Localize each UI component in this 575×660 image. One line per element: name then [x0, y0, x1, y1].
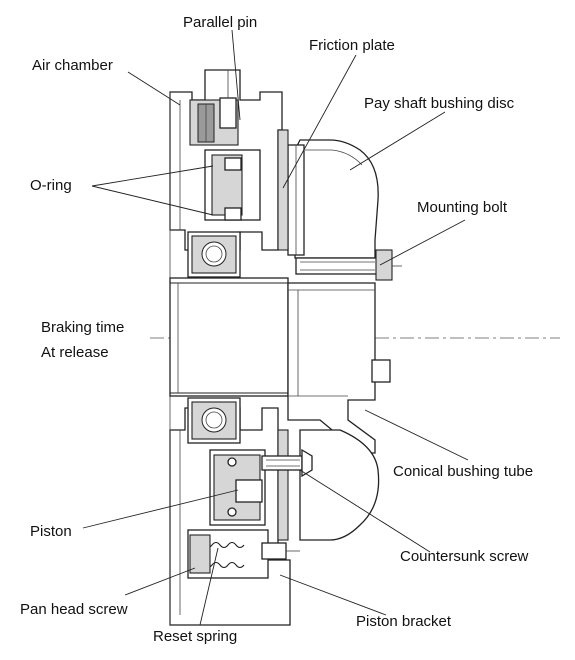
leader-o-ring-1 [91, 165, 214, 187]
shaft [169, 277, 289, 397]
label-piston-bracket: Piston bracket [356, 613, 452, 630]
leader-conical-bushing-tube [364, 409, 469, 461]
label-pay-shaft-bushing-disc: Pay shaft bushing disc [364, 95, 515, 112]
label-parallel-pin: Parallel pin [183, 14, 257, 31]
label-o-ring: O-ring [30, 177, 72, 194]
label-conical-bushing-tube: Conical bushing tube [393, 463, 533, 480]
label-piston: Piston [30, 523, 72, 540]
leader-countersunk-screw [299, 469, 431, 553]
upper-piston-area [204, 149, 261, 221]
leader-friction-plate [282, 54, 357, 189]
label-mounting-bolt: Mounting bolt [417, 199, 508, 216]
label-pan-head-screw: Pan head screw [20, 601, 128, 618]
countersunk-screw-part [261, 448, 313, 478]
conical-bushing-tube [287, 282, 391, 454]
leader-reset-spring [199, 547, 219, 626]
mounting-bolt [295, 249, 402, 281]
leader-mounting-bolt [379, 219, 466, 266]
friction-plate-part [277, 129, 289, 541]
leader-lines [82, 29, 469, 626]
piston-bracket-part [187, 529, 300, 579]
label-braking-time: Braking time [41, 319, 124, 336]
leader-pan-head-screw [124, 567, 196, 596]
pay-shaft-bushing-disc [287, 139, 379, 259]
leader-pay-shaft-bushing-disc [349, 111, 446, 171]
parallel-pin-block [189, 70, 239, 146]
label-at-release: At release [41, 344, 109, 361]
lower-bushing-disc [299, 429, 380, 541]
label-reset-spring: Reset spring [153, 628, 237, 645]
leader-piston [82, 489, 239, 529]
upper-bearing [187, 231, 241, 278]
lower-piston-area [209, 449, 266, 526]
leader-air-chamber [127, 71, 181, 106]
lower-bearing [187, 397, 241, 444]
leader-piston-bracket [279, 574, 387, 616]
label-air-chamber: Air chamber [32, 57, 113, 74]
label-countersunk-screw: Countersunk screw [400, 548, 529, 565]
label-friction-plate: Friction plate [309, 37, 395, 54]
leader-parallel-pin [231, 29, 241, 121]
leader-o-ring-2 [91, 185, 214, 216]
